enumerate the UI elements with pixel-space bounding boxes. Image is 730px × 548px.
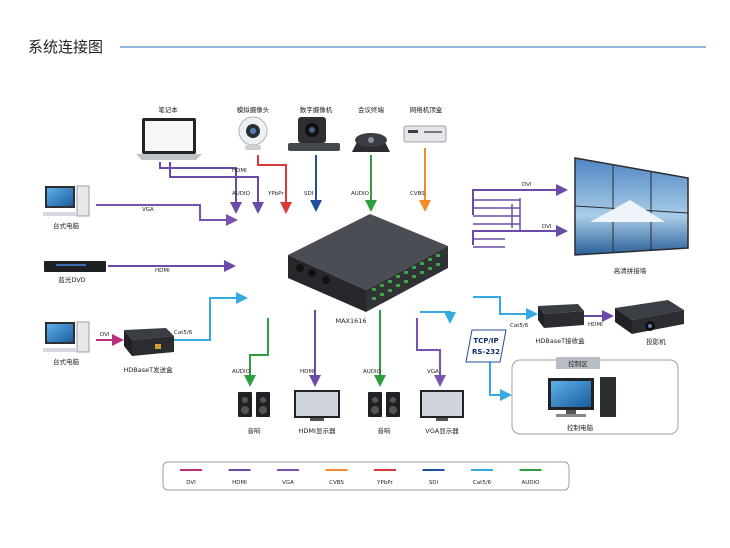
speaker-icon xyxy=(238,392,270,417)
conference-phone-icon xyxy=(352,133,390,152)
hdbaset-rx-label: HDBaseT接收盒 xyxy=(535,336,585,345)
link-audio-out-1 xyxy=(244,318,269,387)
control-area-label: 控制区 xyxy=(568,359,588,368)
sig-cat-tx: Cat5/6 xyxy=(174,330,193,336)
link-control-pc xyxy=(489,358,512,401)
sig-vga-out: VGA xyxy=(427,369,439,375)
sig-audio-out-2: AUDIO xyxy=(363,369,382,375)
link-laptop-audio xyxy=(169,162,264,214)
legend: DVI HDMI VGA CVBS YPbPr SDI Cat5/6 AUDIO xyxy=(180,469,542,486)
projector-icon xyxy=(615,300,684,334)
laptop-label: 笔记本 xyxy=(158,105,178,114)
legend-label-1: HDMI xyxy=(232,480,247,486)
link-matrix-control xyxy=(420,311,456,324)
bluray-label: 蓝光DVD xyxy=(58,275,85,284)
video-wall-label: 高清拼接墙 xyxy=(614,266,647,275)
webcam-icon xyxy=(238,116,268,150)
link-wall-dvi-top xyxy=(472,184,568,215)
video-wall-icon xyxy=(574,157,689,256)
legend-label-3: CVBS xyxy=(329,480,344,486)
sig-dvi-pc2: DVI xyxy=(100,332,110,338)
digital-camera-label: 数字摄像机 xyxy=(300,105,333,114)
sig-audio-conf: AUDIO xyxy=(351,191,370,197)
legend-label-6: Cat5/6 xyxy=(473,480,492,486)
sig-dvi-wall-top: DVI xyxy=(522,182,532,188)
link-pc-vga xyxy=(96,204,238,226)
set-top-box-icon xyxy=(403,125,447,143)
sig-cat-rx: Cat5/6 xyxy=(510,323,529,329)
link-camera-ypbpr xyxy=(257,155,292,214)
speaker-1-label: 音响 xyxy=(248,426,262,435)
control-area-box xyxy=(511,359,679,435)
control-computer-icon xyxy=(548,377,616,417)
sig-hdmi-proj: HDMI xyxy=(588,322,603,328)
ptz-camera-icon xyxy=(288,117,340,151)
legend-label-0: DVI xyxy=(186,480,196,486)
conference-terminal-label: 会议终端 xyxy=(358,105,385,114)
speaker-icon xyxy=(368,392,400,417)
desktop-pc-2-label: 台式电脑 xyxy=(53,357,80,366)
bluray-player-icon xyxy=(44,261,106,272)
hdbaset-receiver-icon xyxy=(538,304,584,328)
vga-display-label: VGA显示器 xyxy=(425,427,459,435)
desktop-pc-label: 台式电脑 xyxy=(53,221,80,230)
laptop-icon xyxy=(136,118,202,160)
set-top-box-label: 网络机顶盒 xyxy=(410,105,443,114)
page-title: 系统连接图 xyxy=(28,38,103,56)
monitor-icon xyxy=(420,390,464,421)
control-area-header xyxy=(556,357,600,369)
hdbaset-transmitter-icon xyxy=(124,328,174,356)
protocol-badge: TCP/IP RS-232 xyxy=(465,329,507,363)
matrix-label: MAX1616 xyxy=(335,317,366,325)
control-pc-label: 控制电脑 xyxy=(567,423,594,432)
sig-vga-pc: VGA xyxy=(142,207,154,213)
sig-sdi: SDI xyxy=(304,191,314,197)
hdmi-display-label: HDMI显示器 xyxy=(299,427,336,435)
link-laptop-hdmi xyxy=(159,162,242,214)
link-vga-out xyxy=(416,318,446,387)
legend-label-2: VGA xyxy=(282,480,294,486)
monitor-icon xyxy=(294,390,340,421)
sig-audio-laptop: AUDIO xyxy=(232,191,251,197)
sig-hdmi-bluray: HDMI xyxy=(155,268,170,274)
desktop-computer-icon xyxy=(43,321,90,353)
link-wall-dvi-bottom xyxy=(472,225,568,245)
sig-cvbs: CVBS xyxy=(410,191,425,197)
hdbaset-tx-label: HDBaseT发送盒 xyxy=(123,365,173,374)
legend-label-7: AUDIO xyxy=(522,480,541,486)
link-rx-cat xyxy=(473,296,538,320)
desktop-computer-icon xyxy=(43,185,90,217)
sig-hdmi-out: HDMI xyxy=(300,369,315,375)
speaker-2-label: 音响 xyxy=(378,426,392,435)
sig-hdmi-laptop: HDMI xyxy=(232,168,247,174)
sig-dvi-wall-bottom: DVI xyxy=(542,224,552,230)
legend-box xyxy=(162,461,570,491)
protocol-rs232: RS-232 xyxy=(472,348,500,356)
legend-label-4: YPbPr xyxy=(376,480,393,486)
legend-label-5: SDI xyxy=(429,480,439,486)
sig-audio-out-1: AUDIO xyxy=(232,369,251,375)
projector-label: 投影机 xyxy=(646,337,666,346)
sig-ypbpr: YPbPr xyxy=(267,191,284,197)
protocol-tcpip: TCP/IP xyxy=(473,337,498,345)
link-tx-cat xyxy=(174,292,248,341)
analog-camera-label: 模拟摄像头 xyxy=(237,105,270,114)
wall-cable-bundle xyxy=(473,198,521,248)
matrix-switcher-icon xyxy=(288,214,448,312)
